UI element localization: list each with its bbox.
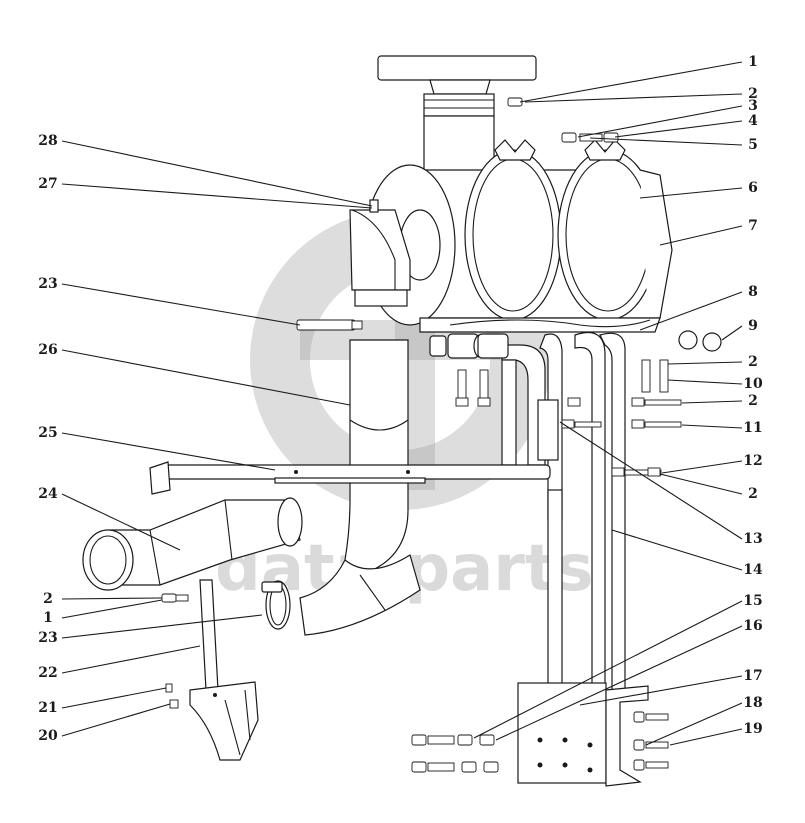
sleeve-connectors <box>429 330 722 359</box>
callout-label-32: 21 <box>38 700 57 716</box>
callout-label-0: 1 <box>748 54 758 70</box>
support-pipes <box>539 331 626 691</box>
inlet-elbow <box>349 199 411 307</box>
precleaner-tube <box>82 497 303 591</box>
callout-label-15: 13 <box>743 531 762 547</box>
mounting-band-left <box>464 139 562 321</box>
leader-lines <box>61 61 743 746</box>
callout-label-16: 14 <box>743 562 763 578</box>
callout-label-10: 10 <box>743 376 763 392</box>
callout-label-17: 15 <box>743 593 762 609</box>
hose-clamp <box>261 580 291 630</box>
callout-label-7: 8 <box>748 284 758 300</box>
callout-label-21: 19 <box>743 721 762 737</box>
rain-cap <box>377 55 537 172</box>
callout-label-28: 2 <box>43 591 53 607</box>
callout-label-11: 2 <box>748 393 758 409</box>
callout-label-3: 4 <box>748 113 758 129</box>
callout-label-6: 7 <box>748 218 758 234</box>
support-bracket <box>189 579 259 761</box>
base-plate <box>419 317 661 333</box>
bracket-uprights <box>499 344 559 466</box>
callout-label-14: 2 <box>748 486 758 502</box>
callout-label-5: 6 <box>748 180 758 196</box>
callout-label-19: 17 <box>743 668 762 684</box>
callout-label-25: 26 <box>38 342 57 358</box>
callout-label-30: 23 <box>38 630 57 646</box>
callout-label-4: 5 <box>748 137 758 153</box>
callout-label-27: 24 <box>38 486 58 502</box>
drawing <box>61 55 743 787</box>
callout-label-13: 12 <box>743 453 762 469</box>
callout-label-18: 16 <box>743 618 762 634</box>
callout-labels: 1234567892102111221314151617181928272326… <box>38 54 763 744</box>
callout-label-26: 25 <box>38 425 57 441</box>
callout-label-29: 1 <box>43 610 53 626</box>
callout-label-22: 28 <box>38 133 57 149</box>
callout-label-31: 22 <box>38 665 57 681</box>
callout-label-9: 2 <box>748 354 758 370</box>
mount-plate <box>517 682 649 787</box>
callout-label-33: 20 <box>38 728 58 744</box>
mounting-band-right <box>557 139 673 321</box>
crossbar <box>149 461 551 495</box>
callout-label-2: 3 <box>748 98 758 114</box>
callout-label-24: 23 <box>38 276 57 292</box>
intake-pipe <box>299 339 421 636</box>
callout-label-1: 2 <box>748 86 758 102</box>
callout-label-23: 27 <box>38 176 57 192</box>
callout-label-8: 9 <box>748 318 758 334</box>
callout-label-12: 11 <box>743 420 762 436</box>
fasteners <box>161 97 682 773</box>
callout-label-20: 18 <box>743 695 762 711</box>
